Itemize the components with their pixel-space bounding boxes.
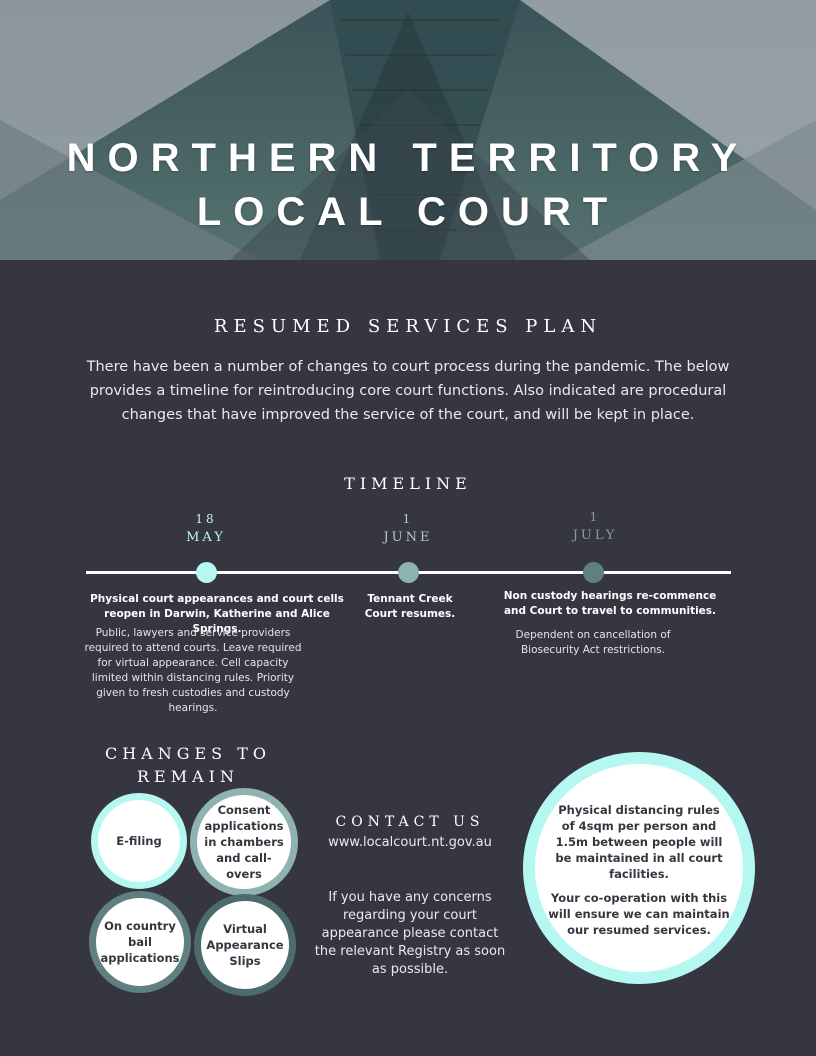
change-item-efiling: E-filing xyxy=(91,793,187,889)
timeline-date-july: 1 JULY xyxy=(535,510,655,543)
change-item-label: E-filing xyxy=(116,834,162,848)
bridge-photo xyxy=(0,0,816,260)
timeline-headline-july: Non custody hearings re-commence and Cou… xyxy=(503,590,717,617)
date-month: JULY xyxy=(572,528,618,543)
timeline-marker-may xyxy=(196,562,217,583)
date-month: MAY xyxy=(186,530,226,545)
timeline-marker-june xyxy=(398,562,419,583)
notice-rules: Physical distancing rules of 4sqm per pe… xyxy=(555,803,723,881)
timeline-headline-may: Physical court appearances and court cel… xyxy=(90,593,344,635)
timeline-date-may: 18 MAY xyxy=(146,512,266,545)
timeline-heading: TIMELINE xyxy=(344,474,472,493)
change-item-on-country-bail: On country bail applications xyxy=(89,891,191,993)
title-line-1: NORTHERN TERRITORY xyxy=(66,136,750,180)
plan-intro: There have been a number of changes to c… xyxy=(86,359,730,423)
change-item-label: Virtual Appearance Slips xyxy=(206,922,284,968)
contact-message: If you have any concerns regarding your … xyxy=(314,890,506,977)
change-item-consent: Consent applications in chambers and cal… xyxy=(190,788,298,896)
change-item-label: Consent applications in chambers and cal… xyxy=(204,803,284,881)
timeline-detail-july: Dependent on cancellation of Biosecurity… xyxy=(515,629,671,656)
contact-website[interactable]: www.localcourt.nt.gov.au xyxy=(328,835,492,850)
timeline-marker-july xyxy=(583,562,604,583)
date-day: 18 xyxy=(195,512,217,526)
date-day: 1 xyxy=(589,510,601,524)
timeline-detail-may: Public, lawyers and service providers re… xyxy=(84,627,302,714)
timeline-headline-june: Tennant Creek Court resumes. xyxy=(364,593,456,620)
hero-banner: NORTHERN TERRITORY LOCAL COURT xyxy=(0,0,816,260)
title-line-2: LOCAL COURT xyxy=(196,190,620,234)
distancing-notice: Physical distancing rules of 4sqm per pe… xyxy=(523,752,755,984)
changes-heading: CHANGES TO REMAIN xyxy=(104,744,272,786)
date-month: JUNE xyxy=(383,530,433,545)
date-day: 1 xyxy=(402,512,414,526)
change-item-virtual-slips: Virtual Appearance Slips xyxy=(194,894,296,996)
change-item-label: On country bail applications xyxy=(100,919,180,965)
timeline-date-june: 1 JUNE xyxy=(348,512,468,545)
plan-heading: RESUMED SERVICES PLAN xyxy=(213,316,603,337)
contact-heading: CONTACT US xyxy=(335,814,485,830)
notice-cooperation: Your co-operation with this will ensure … xyxy=(548,891,730,937)
